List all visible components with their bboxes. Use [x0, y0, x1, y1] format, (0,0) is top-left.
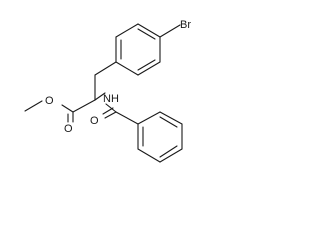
amide-c-o-double-bond [104, 111, 117, 119]
benzamide-group [94, 92, 139, 125]
bromine-label: Br [180, 19, 191, 31]
n-carbonyl-bond [105, 103, 117, 113]
chemical-structure-diagram: Br O O NH O [24, 19, 191, 163]
bromophenyl-ring [115, 23, 161, 76]
ester-carbonyl-oxygen-label: O [64, 123, 73, 135]
ring-bond [137, 148, 161, 163]
ring-double-bond [137, 59, 156, 71]
phenyl-ring [137, 111, 183, 163]
ring-double-bond [159, 116, 178, 128]
ester-oxygen-label: O [45, 95, 54, 107]
carbonyl-phenyl-bond [115, 111, 139, 125]
ring-bond [137, 111, 161, 125]
alpha-n-bond [94, 92, 106, 101]
ring-bond [137, 23, 161, 38]
ring-double-bond [159, 145, 178, 158]
ring-bond [159, 111, 183, 125]
ring-bond [137, 61, 161, 76]
ring-bond [115, 61, 139, 76]
ring-double-bond [137, 28, 156, 40]
alpha-carbonyl-bond [72, 99, 96, 113]
methyl-ester-group [24, 99, 96, 123]
carbonyl-ether-bond [61, 104, 74, 113]
nh-label: NH [103, 93, 119, 105]
ring-bond [115, 23, 139, 38]
amide-oxygen-label: O [90, 115, 99, 127]
c-br-bond [159, 24, 181, 38]
amide-c-o-double-bond [102, 107, 114, 115]
ch2-bond [94, 61, 117, 76]
ether-methyl-bond [24, 100, 43, 112]
ring-bond [159, 148, 183, 163]
